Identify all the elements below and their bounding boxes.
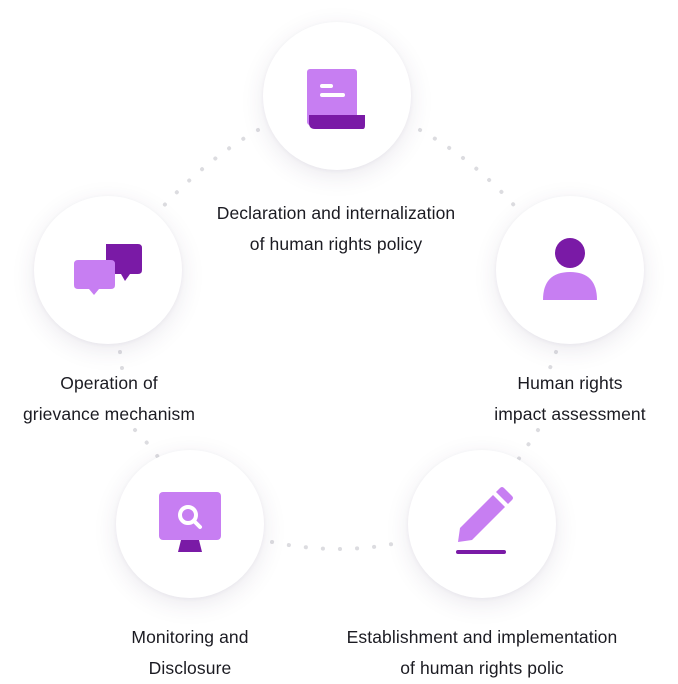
person-icon bbox=[543, 238, 597, 300]
monitor-search-icon bbox=[159, 492, 221, 552]
step-label-grievance: Operation of grievance mechanism bbox=[22, 373, 196, 424]
chat-bubbles-icon bbox=[74, 244, 142, 295]
policy-document-icon bbox=[307, 69, 365, 129]
step-label-policy: Declaration and internalization of human… bbox=[216, 203, 456, 254]
step-node-grievance bbox=[34, 196, 182, 344]
step-label-assessment: Human rights impact assessment bbox=[494, 373, 646, 424]
step-node-assessment bbox=[496, 196, 644, 344]
step-node-establishment bbox=[408, 450, 556, 598]
pencil-icon bbox=[456, 487, 513, 554]
step-node-policy bbox=[263, 22, 411, 170]
step-label-monitoring: Monitoring and Disclosure bbox=[131, 627, 249, 678]
step-label-establishment: Establishment and implementation of huma… bbox=[346, 627, 618, 678]
step-node-monitoring bbox=[116, 450, 264, 598]
